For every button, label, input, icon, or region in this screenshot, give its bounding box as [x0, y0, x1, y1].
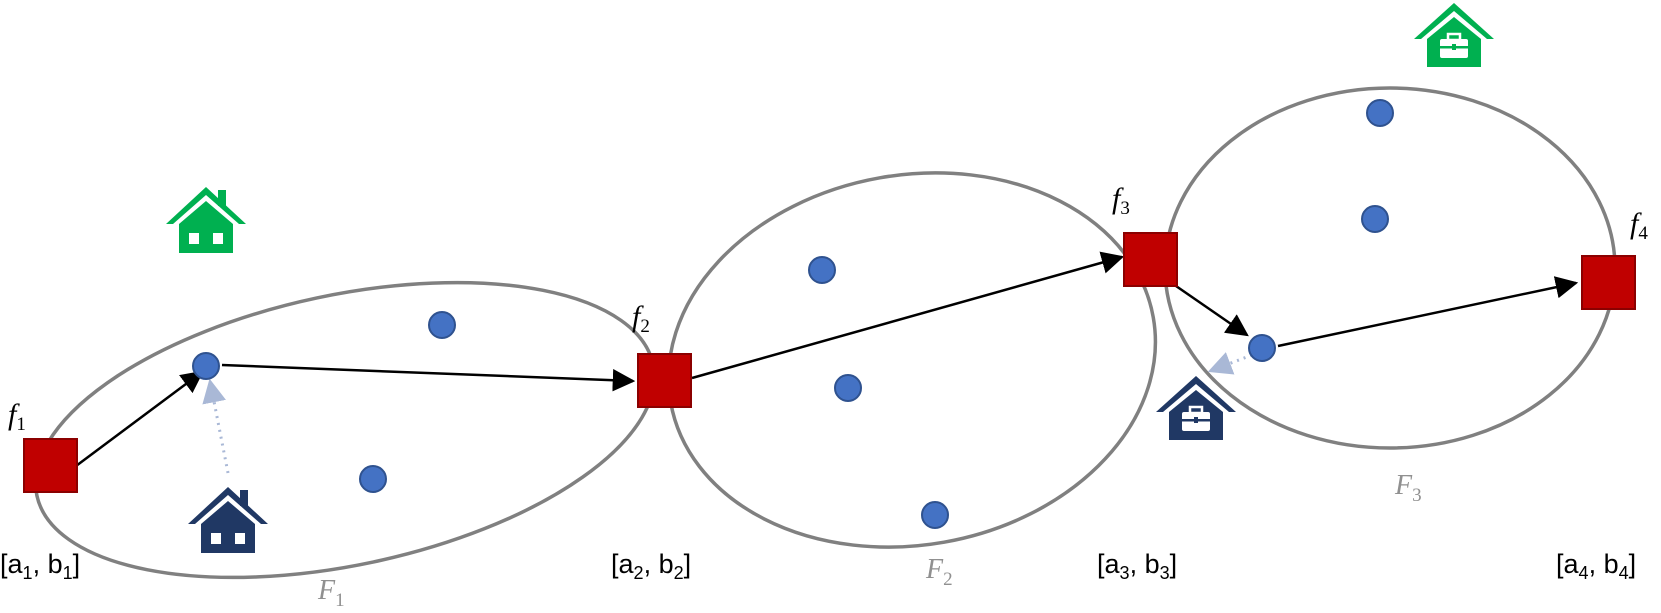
- customer-node: [834, 374, 862, 402]
- customer-node: [1361, 205, 1389, 233]
- region-label: F1: [317, 575, 345, 611]
- region-label: F3: [1394, 470, 1422, 506]
- facility-node: [1581, 255, 1636, 310]
- route-arrow-c2-to-f4: [1277, 276, 1579, 348]
- customer-node: [359, 465, 387, 493]
- facility-label: f4: [1630, 207, 1648, 244]
- time-window-label: [a2, b2]: [611, 549, 691, 583]
- region-ellipse-1: [33, 280, 657, 580]
- customers: [192, 99, 1394, 529]
- region-label: F2: [925, 554, 953, 590]
- region-ellipse-3: [1163, 86, 1617, 450]
- route-arrow-c1-to-f2: [221, 363, 636, 392]
- facility-node: [1123, 232, 1178, 287]
- facility-label: f3: [1112, 182, 1130, 219]
- route-arrow-f3-to-c2: [1175, 284, 1249, 337]
- home-icon: [166, 187, 246, 253]
- customer-node: [428, 311, 456, 339]
- dotted-arrow-home-to-customer: [202, 378, 230, 474]
- facility-label: f1: [8, 398, 26, 435]
- customer-node: [192, 352, 220, 380]
- time-window-label: [a3, b3]: [1097, 549, 1177, 583]
- customer-node: [808, 256, 836, 284]
- customer-node: [1248, 334, 1276, 362]
- time-window-label: [a4, b4]: [1556, 549, 1636, 583]
- route-arrow-f1-to-c1: [75, 370, 204, 468]
- customer-node: [921, 501, 949, 529]
- work-icon: [1414, 3, 1494, 67]
- home-icon: [188, 487, 268, 553]
- work-icon: [1156, 376, 1236, 440]
- time-window-label: [a1, b1]: [0, 549, 80, 583]
- customer-node: [1366, 99, 1394, 127]
- region-ellipse-2: [666, 171, 1158, 549]
- facility-node: [637, 353, 692, 408]
- facility-label: f2: [632, 300, 650, 337]
- facility-node: [23, 438, 78, 493]
- dotted-arrow-customer-to-work: [1207, 352, 1253, 375]
- route-arrow-f2-to-f3: [691, 251, 1125, 380]
